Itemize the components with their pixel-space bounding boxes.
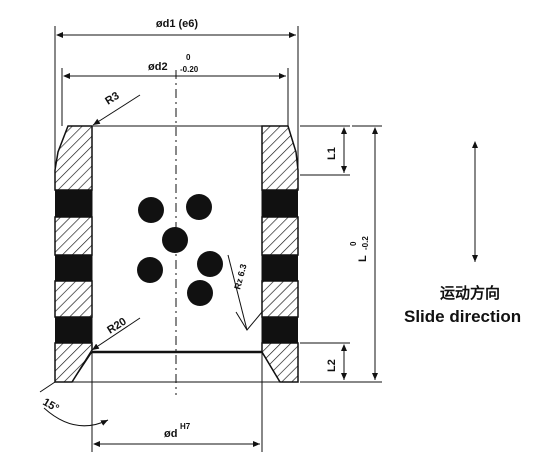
dim-l: L 0 -0.2 <box>300 125 382 383</box>
r3-label: R3 <box>103 90 121 108</box>
od-tolerance: H7 <box>180 422 191 431</box>
plug-dot <box>137 257 163 283</box>
l-label: L <box>357 255 369 262</box>
left-wall <box>54 125 93 383</box>
rz-label: Rz 6.3 <box>232 263 248 291</box>
plug-dot <box>197 251 223 277</box>
direction-en: Slide direction <box>404 307 521 326</box>
direction-cn: 运动方向 <box>440 284 500 302</box>
l2-label: L2 <box>326 359 338 372</box>
right-wall <box>261 125 299 383</box>
l1-label: L1 <box>326 147 338 160</box>
l-upper-tol: 0 <box>349 241 358 246</box>
r3-callout: R3 <box>92 90 141 126</box>
r20-callout: R20 <box>91 316 141 351</box>
dim-l1: L1 <box>300 125 350 176</box>
dim-od: ød H7 <box>91 352 263 452</box>
od2-upper-tol: 0 <box>186 53 191 62</box>
slide-direction-arrow: 运动方向 Slide direction <box>404 141 521 326</box>
od2-lower-tol: -0.20 <box>180 65 199 74</box>
od1-label: ød1 (e6) <box>156 18 199 30</box>
od2-label: ød2 <box>148 61 168 73</box>
angle-label: 15° <box>41 396 61 415</box>
graphite-plugs <box>137 194 223 306</box>
plug-dot <box>186 194 212 220</box>
dim-od1: ød1 (e6) <box>54 18 299 170</box>
dim-l2: L2 <box>300 342 350 380</box>
rz-surface-mark: Rz 6.3 <box>227 254 263 331</box>
angle-15: 15° <box>39 381 109 427</box>
l-lower-tol: -0.2 <box>361 236 370 250</box>
od-label: ød <box>164 428 177 440</box>
plug-dot <box>138 197 164 223</box>
plug-dot <box>187 280 213 306</box>
dim-od2: ød2 0 -0.20 <box>61 53 289 126</box>
plug-dot <box>162 227 188 253</box>
